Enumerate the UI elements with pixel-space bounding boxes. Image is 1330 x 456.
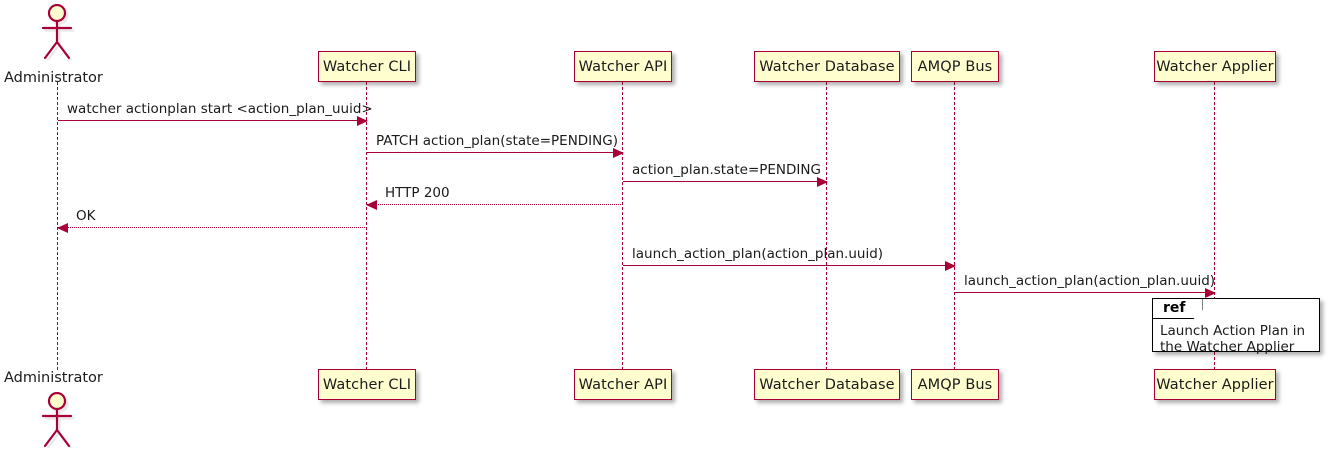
participant-watcher-applier-top[interactable]: Watcher Applier [1154, 51, 1276, 82]
participant-label-administrator-top: Administrator [4, 70, 103, 86]
participant-watcher-api-top[interactable]: Watcher API [574, 51, 672, 82]
message-line-m7 [955, 292, 1215, 293]
participant-watcher-cli-bottom[interactable]: Watcher CLI [318, 369, 416, 400]
actor-administrator-top [36, 4, 80, 60]
arrowhead-left-icon [57, 222, 68, 233]
message-label-m3: action_plan.state=PENDING [632, 162, 821, 178]
participant-watcher-database-bottom[interactable]: Watcher Database [754, 369, 900, 400]
message-label-m2: PATCH action_plan(state=PENDING) [376, 133, 618, 149]
message-line-m6 [623, 265, 955, 266]
message-label-m6: launch_action_plan(action_plan.uuid) [632, 246, 884, 262]
message-line-m3 [623, 181, 827, 182]
participant-watcher-database-top[interactable]: Watcher Database [754, 51, 900, 82]
participant-watcher-cli-top[interactable]: Watcher CLI [318, 51, 416, 82]
message-line-m4 [367, 204, 623, 205]
participant-amqp-bus-top[interactable]: AMQP Bus [911, 51, 999, 82]
arrowhead-right-icon [945, 260, 956, 271]
lifeline-watcher-cli [366, 82, 368, 370]
lifeline-watcher-api [622, 82, 624, 370]
participant-watcher-api-bottom[interactable]: Watcher API [574, 369, 672, 400]
actor-administrator-bottom [36, 392, 80, 448]
message-line-m5 [58, 227, 367, 228]
message-label-m5: OK [76, 208, 96, 224]
arrowhead-right-icon [817, 176, 828, 187]
message-label-m7: launch_action_plan(action_plan.uuid) [964, 273, 1216, 289]
lifeline-watcher-applier [1214, 82, 1216, 370]
message-label-m1: watcher actionplan start <action_plan_uu… [67, 101, 373, 117]
arrowhead-right-icon [613, 147, 624, 158]
participant-label-administrator-bottom: Administrator [4, 370, 103, 386]
lifeline-watcher-database [826, 82, 828, 370]
ref-fragment-text: Launch Action Plan in the Watcher Applie… [1160, 323, 1306, 355]
lifeline-amqp-bus [954, 82, 956, 370]
arrowhead-left-icon [366, 199, 377, 210]
arrowhead-right-icon [1205, 287, 1216, 298]
message-line-m2 [367, 152, 623, 153]
message-label-m4: HTTP 200 [385, 185, 450, 201]
message-line-m1 [58, 120, 367, 121]
participant-watcher-applier-bottom[interactable]: Watcher Applier [1154, 369, 1276, 400]
participant-amqp-bus-bottom[interactable]: AMQP Bus [911, 369, 999, 400]
ref-fragment-keyword: ref [1153, 299, 1203, 319]
arrowhead-right-icon [357, 115, 368, 126]
